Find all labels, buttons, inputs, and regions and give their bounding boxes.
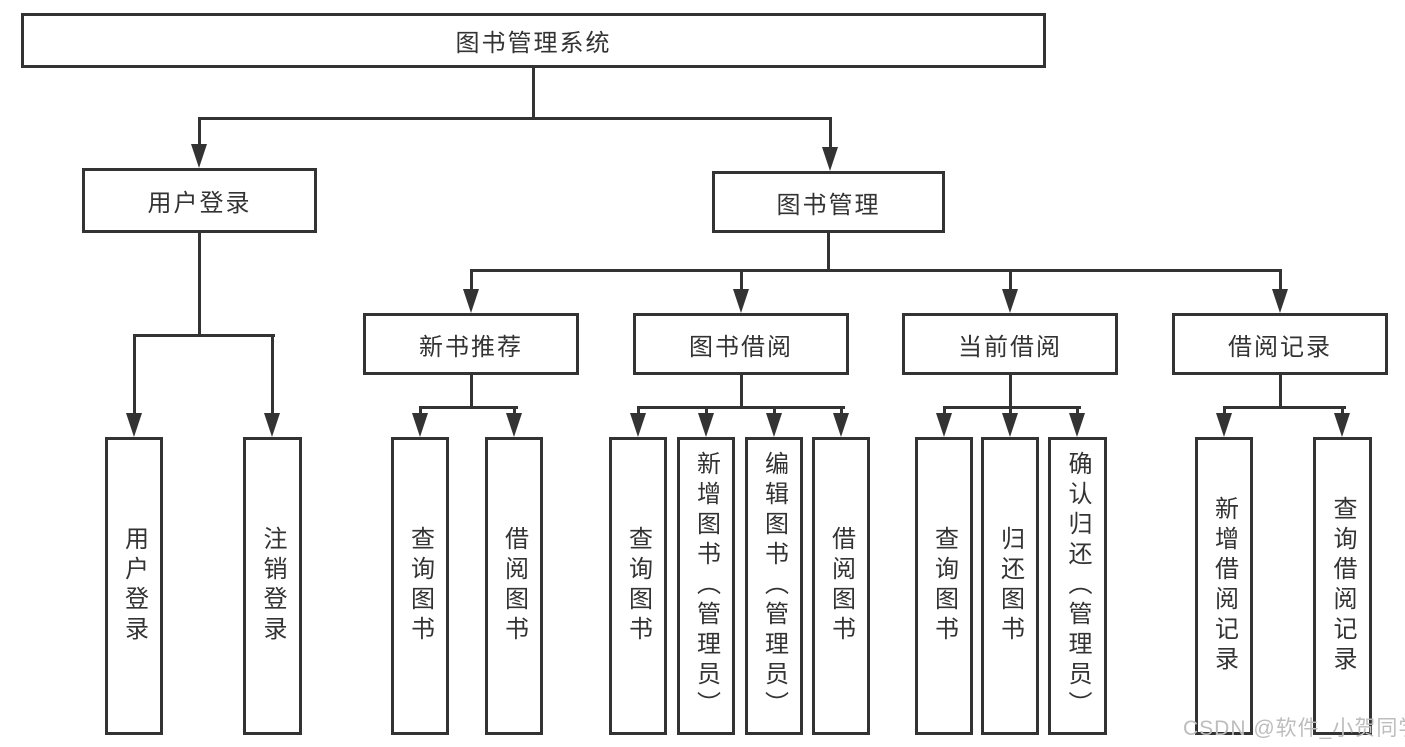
- leaf-query-books-recommend: 查询图书: [391, 437, 449, 735]
- connector-hline: [418, 405, 518, 409]
- leaf-query-borrow-record: 查询借阅记录: [1313, 437, 1372, 735]
- arrow-down-icon: [191, 118, 207, 168]
- arrow-down-icon: [1069, 407, 1085, 437]
- arrow-down-icon: [126, 335, 142, 437]
- node-label: 图书管理系统: [455, 30, 612, 57]
- leaf-label: 查询借阅记录: [1329, 496, 1356, 676]
- leaf-logout-login: 注销登录: [243, 437, 302, 735]
- connector-vline: [197, 233, 201, 336]
- node-label: 图书管理: [776, 191, 881, 219]
- leaf-label: 查询图书: [930, 526, 958, 646]
- arrow-down-icon: [1002, 270, 1018, 313]
- arrow-down-icon: [630, 407, 646, 437]
- leaf-label: 用户登录: [120, 526, 148, 646]
- arrow-down-icon: [412, 407, 428, 437]
- leaf-label: 查询图书: [624, 526, 652, 646]
- leaf-borrow-books-borrowing: 借阅图书: [812, 437, 870, 735]
- connector-vline: [739, 375, 743, 408]
- arrow-down-icon: [698, 407, 714, 437]
- leaf-label: 注销登录: [259, 526, 286, 646]
- node-label: 用户登录: [147, 190, 252, 217]
- leaf-edit-book-admin: 编辑图书（管理员）: [745, 437, 803, 735]
- node-new-book-recommend: 新书推荐: [363, 313, 579, 375]
- arrow-down-icon: [833, 407, 849, 437]
- arrow-down-icon: [506, 407, 522, 437]
- node-book-management: 图书管理: [712, 171, 945, 233]
- leaf-label: 借阅图书: [500, 526, 528, 646]
- connector-hline: [469, 268, 1282, 272]
- arrow-down-icon: [1216, 407, 1232, 437]
- arrow-down-icon: [1002, 407, 1018, 437]
- connector-hline: [636, 405, 845, 409]
- leaf-confirm-return-admin: 确认归还（管理员）: [1048, 437, 1107, 735]
- csdn-watermark: CSDN @软件_小贺同学: [1183, 717, 1405, 740]
- leaf-label: 确认归还（管理员）: [1064, 451, 1091, 721]
- node-label: 图书借阅: [689, 333, 793, 361]
- connector-vline: [469, 375, 473, 408]
- connector-hline: [942, 405, 1081, 409]
- leaf-add-borrow-record: 新增借阅记录: [1195, 437, 1253, 735]
- arrow-down-icon: [463, 270, 479, 313]
- connector-hline: [1222, 405, 1346, 409]
- leaf-borrow-books-recommend: 借阅图书: [485, 437, 543, 735]
- connector-vline: [1278, 375, 1282, 408]
- node-user-login: 用户登录: [82, 168, 317, 233]
- node-label: 新书推荐: [419, 333, 523, 361]
- node-current-borrowing: 当前借阅: [902, 313, 1118, 375]
- connector-hline: [132, 333, 275, 337]
- node-borrow-records: 借阅记录: [1172, 313, 1388, 375]
- leaf-user-login: 用户登录: [105, 437, 163, 735]
- leaf-add-book-admin: 新增图书（管理员）: [677, 437, 735, 735]
- node-root-library-system: 图书管理系统: [21, 13, 1046, 68]
- arrow-down-icon: [766, 407, 782, 437]
- leaf-query-books-borrowing: 查询图书: [609, 437, 667, 735]
- arrow-down-icon: [1334, 407, 1350, 437]
- connector-hline: [197, 116, 832, 120]
- node-label: 借阅记录: [1228, 333, 1332, 361]
- arrow-down-icon: [822, 118, 838, 171]
- connector-vline: [827, 233, 830, 271]
- leaf-query-books-current: 查询图书: [915, 437, 973, 735]
- leaf-label: 查询图书: [406, 526, 434, 646]
- node-label: 当前借阅: [958, 333, 1062, 361]
- connector-vline: [531, 68, 535, 120]
- arrow-down-icon: [733, 270, 749, 313]
- leaf-label: 新增图书（管理员）: [692, 451, 720, 721]
- connector-vline: [1008, 375, 1012, 408]
- arrow-down-icon: [264, 335, 280, 437]
- arrow-down-icon: [1272, 270, 1288, 313]
- leaf-label: 借阅图书: [827, 526, 855, 646]
- leaf-label: 归还图书: [996, 526, 1024, 646]
- node-book-borrowing: 图书借阅: [633, 313, 849, 375]
- leaf-return-book: 归还图书: [981, 437, 1039, 735]
- arrow-down-icon: [936, 407, 952, 437]
- leaf-label: 编辑图书（管理员）: [760, 451, 788, 721]
- leaf-label: 新增借阅记录: [1210, 496, 1238, 676]
